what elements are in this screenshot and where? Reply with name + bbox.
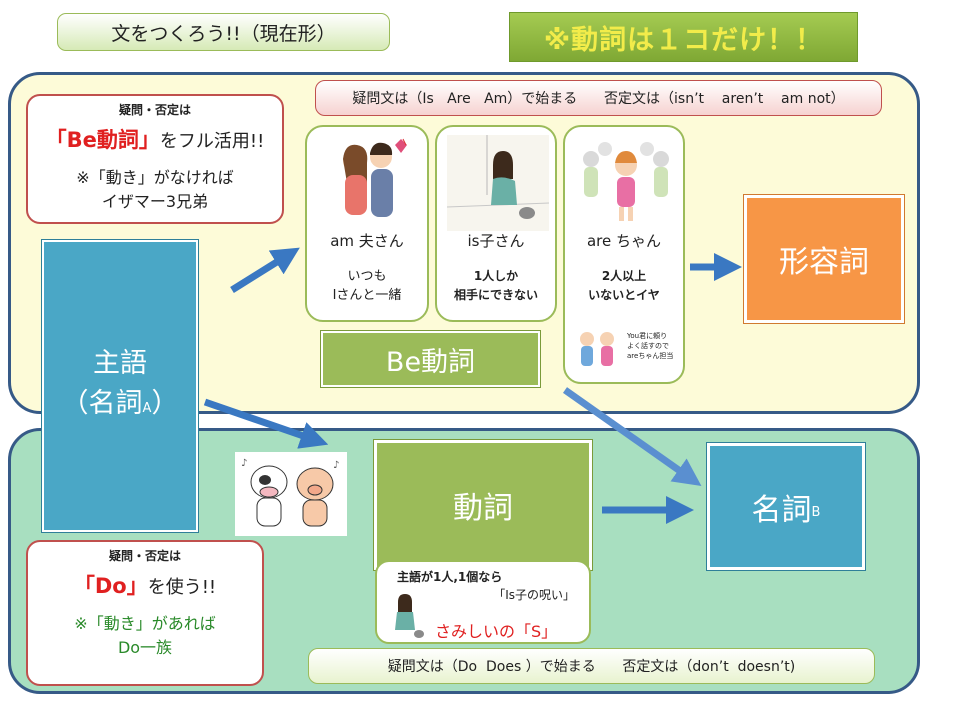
curse-line1: 主語が1人,1個なら: [397, 570, 503, 584]
adjective-box: 形容詞: [744, 195, 904, 323]
arrow-subject-to-be: [230, 247, 300, 293]
card-is-name: is子さん: [467, 232, 525, 250]
arrow-subject-to-verb: [203, 398, 329, 449]
be-note-line2-rest: をフル活用!!: [159, 131, 265, 152]
card-are-name: are ちゃん: [586, 232, 662, 250]
card-is-desc2: 相手にできない: [453, 288, 538, 302]
subject-box: 主語 （名詞A）: [42, 240, 198, 532]
card-are-desc1: 2人以上: [601, 269, 647, 283]
subject-label: 主語: [93, 347, 147, 379]
arrow-are-to-noun: [562, 387, 702, 487]
do-question-banner: 疑問文は（Do Does ）で始まる 否定文は（don’t doesn’t): [308, 648, 875, 684]
card-is-desc1: 1人しか: [473, 269, 519, 283]
rule-banner: ※動詞は１コだけ！！: [509, 12, 858, 62]
do-note-line3: ※「動き」があれば Do一族: [28, 612, 262, 660]
subject-noun-end: ）: [151, 387, 179, 419]
card-am-desc: いつも Iさんと一緒: [307, 267, 427, 305]
crowd-illustration-icon: [583, 142, 669, 221]
card-are: are ちゃん 2人以上いないとイヤ You君に頼りよく話すので areちゃん担当: [563, 125, 685, 384]
be-note-highlight: 「Be動詞」: [45, 128, 160, 152]
card-am-name: am 夫さん: [330, 232, 404, 250]
curse-note: 主語が1人,1個なら 「Is子の呪い」 さみしいの「S」: [375, 560, 591, 644]
are-mini-text: You君に頼りよく話すので areちゃん担当: [627, 331, 673, 361]
page-title: 文をつくろう!!（現在形）: [57, 13, 390, 51]
card-am-desc2: Iさんと一緒: [332, 288, 402, 303]
do-note-line2-rest: を使う!!: [147, 577, 217, 598]
card-are-desc: 2人以上いないとイヤ: [565, 267, 683, 305]
card-are-desc2: いないとイヤ: [588, 288, 660, 302]
subject-noun-label: （名詞A）: [62, 384, 179, 429]
card-is-desc: 1人しか相手にできない: [437, 267, 555, 305]
do-note-line4-text: Do一族: [117, 638, 173, 657]
are-mini-2: よく話すので: [627, 342, 669, 350]
be-note: 疑問・否定は 「Be動詞」をフル活用!! ※「動き」がなければイザマー3兄弟: [26, 94, 284, 224]
noun-label: 名詞: [751, 492, 812, 528]
card-is: is子さん 1人しか相手にできない: [435, 125, 557, 322]
do-note-line3-text: ※「動き」があれば: [74, 614, 216, 633]
card-am: am 夫さん いつも Iさんと一緒: [305, 125, 429, 322]
do-note-line1: 疑問・否定は: [108, 549, 181, 563]
couple-illustration-icon: [343, 138, 407, 217]
are-mini-1: You君に頼り: [627, 332, 668, 340]
be-note-line1: 疑問・否定は: [118, 103, 191, 117]
are-mini-3: areちゃん担当: [627, 352, 674, 360]
do-note-line2: 「Do」を使う!!: [28, 570, 262, 600]
lonely-girl-mini-icon: [395, 594, 424, 638]
cow-pig-illustration: ♪ ♪: [235, 452, 347, 536]
subject-noun-sub: A: [142, 400, 152, 416]
be-question-banner: 疑問文は（Is Are Am）で始まる 否定文は（isn’t aren’t am…: [315, 80, 882, 116]
lonely-girl-illustration-icon: [447, 135, 549, 231]
do-note: 疑問・否定は 「Do」を使う!! ※「動き」があれば Do一族: [26, 540, 264, 686]
be-note-line4-text: イザマー3兄弟: [101, 192, 209, 211]
dancing-cow-pig-icon: ♪ ♪: [241, 458, 339, 527]
svg-text:♪: ♪: [333, 460, 339, 471]
svg-text:♪: ♪: [241, 458, 247, 469]
subject-noun-text: （名詞: [61, 387, 143, 419]
curse-line3: さみしいの「S」: [435, 622, 558, 641]
be-note-line3: ※「動き」がなければイザマー3兄弟: [28, 166, 282, 214]
be-note-line2: 「Be動詞」をフル活用!!: [28, 124, 282, 154]
curse-line2: 「Is子の呪い」: [493, 588, 575, 602]
card-am-desc1: いつも: [347, 269, 387, 284]
noun-sub: B: [811, 505, 821, 520]
do-note-highlight: 「Do」: [73, 574, 148, 598]
are-mini-illustration-icon: [580, 332, 614, 366]
be-note-line3-text: ※「動き」がなければ: [76, 168, 234, 187]
be-verb-box: Be動詞: [321, 331, 540, 387]
